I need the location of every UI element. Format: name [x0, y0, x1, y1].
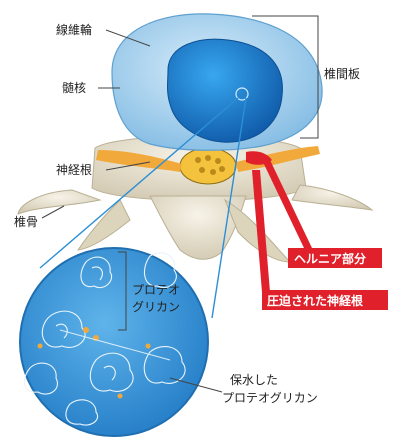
label-hernia-part: ヘルニア部分 — [294, 251, 366, 266]
spinal-cord — [180, 148, 236, 184]
magnifier-circle — [20, 248, 208, 436]
label-proteoglycan-line2: グリカン — [132, 300, 180, 314]
nucleus-pulposus — [168, 39, 283, 142]
label-compressed-nerve: 圧迫された神経根 — [267, 293, 363, 308]
label-nucleus-pulposus: 髄核 — [62, 80, 86, 95]
intervertebral-disc — [112, 14, 322, 150]
label-intervertebral-disc: 椎間板 — [324, 66, 360, 81]
label-nerve-root: 神経根 — [56, 163, 92, 177]
label-vertebra: 椎骨 — [14, 214, 38, 229]
label-annulus-fibrosus: 線維輪 — [56, 22, 92, 37]
label-hydrated-pg-line2: プロテオグリカン — [222, 391, 318, 405]
label-proteoglycan-line1: プロテオ — [132, 283, 180, 297]
label-hydrated-pg-line1: 保水した — [230, 373, 278, 387]
